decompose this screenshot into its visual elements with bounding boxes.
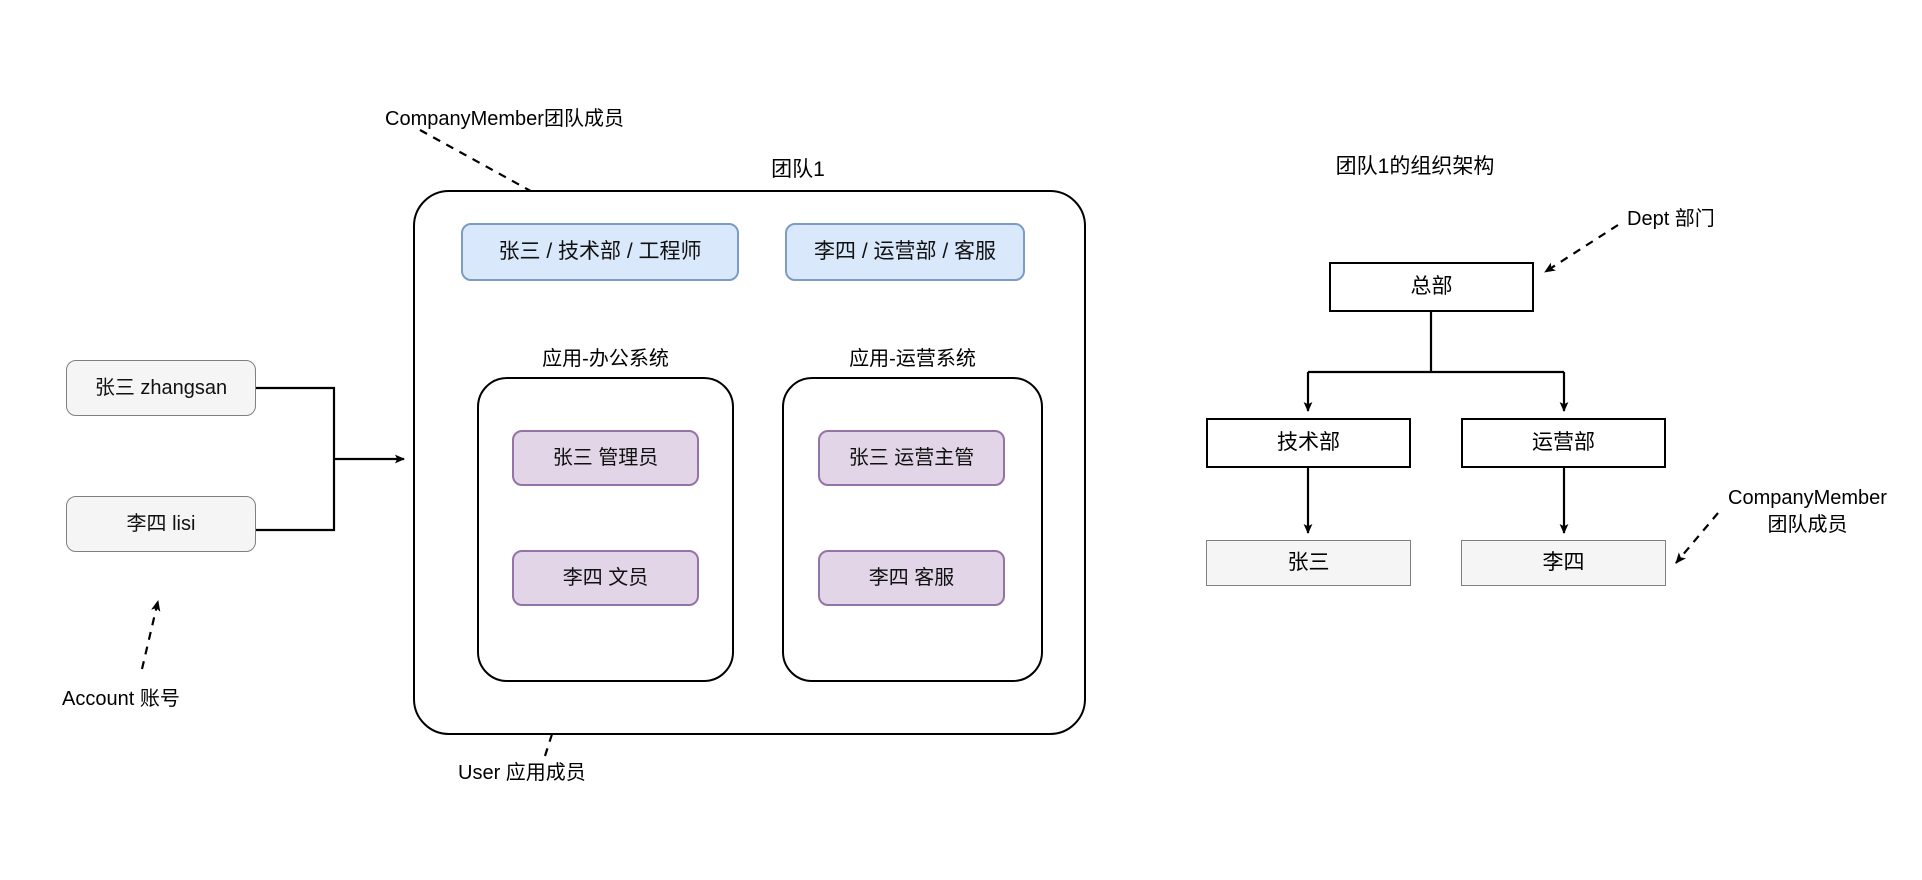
company-member-chip-lisi[interactable]: 李四 / 运营部 / 客服 <box>785 223 1025 281</box>
annotation-user: User 应用成员 <box>458 762 586 784</box>
org-chart-title: 团队1的组织架构 <box>1335 154 1495 178</box>
annotation-dept: Dept 部门 <box>1627 208 1715 230</box>
org-node-person-zhangsan[interactable]: 张三 <box>1206 540 1411 586</box>
team-title: 团队1 <box>718 155 878 185</box>
account-box-zhangsan[interactable]: 张三 zhangsan <box>66 360 256 416</box>
company-member-chip-zhangsan[interactable]: 张三 / 技术部 / 工程师 <box>461 223 739 281</box>
edge-org-root-to-departments <box>1303 312 1569 412</box>
user-chip-lisi-support[interactable]: 李四 客服 <box>818 550 1005 606</box>
user-chip-lisi-clerk[interactable]: 李四 文员 <box>512 550 699 606</box>
leader-account <box>140 600 161 670</box>
org-node-tech-dept[interactable]: 技术部 <box>1206 418 1411 468</box>
org-node-headquarters[interactable]: 总部 <box>1329 262 1534 312</box>
annotation-company-member-right: CompanyMember 团队成员 <box>1728 487 1887 536</box>
edge-accounts-to-team <box>256 386 405 532</box>
application-container-operations <box>782 377 1043 682</box>
edge-org-departments-to-people <box>1303 468 1569 534</box>
user-chip-zhangsan-ops-lead[interactable]: 张三 运营主管 <box>818 430 1005 486</box>
org-node-operations-dept[interactable]: 运营部 <box>1461 418 1666 468</box>
application-container-office <box>477 377 734 682</box>
leader-dept <box>1544 224 1619 273</box>
application-label-office: 应用-办公系统 <box>542 347 669 370</box>
annotation-account: Account 账号 <box>62 688 180 710</box>
application-label-operations: 应用-运营系统 <box>849 347 976 370</box>
account-box-lisi[interactable]: 李四 lisi <box>66 496 256 552</box>
user-chip-zhangsan-admin[interactable]: 张三 管理员 <box>512 430 699 486</box>
org-node-person-lisi[interactable]: 李四 <box>1461 540 1666 586</box>
annotation-company-member-top: CompanyMember团队成员 <box>385 108 624 130</box>
